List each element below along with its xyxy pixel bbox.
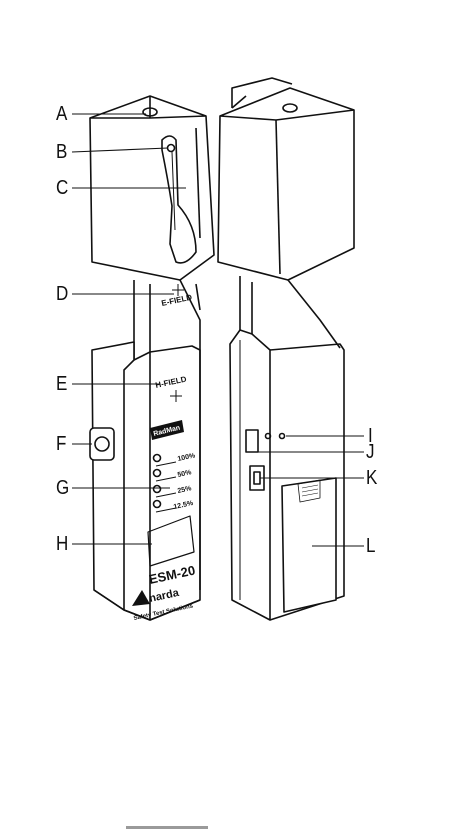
freq-label-box [148, 516, 194, 566]
callout-b: B [56, 142, 67, 162]
e-field-text: E-FIELD [161, 293, 194, 308]
h-field-text: H-FIELD [155, 375, 188, 390]
callout-a: A [56, 104, 67, 124]
level-50: 50% [177, 469, 193, 479]
level-100: 100% [177, 452, 197, 463]
battery-door [282, 478, 336, 612]
level-12: 12.5% [173, 500, 195, 511]
model-text: ESM-20 [148, 562, 197, 586]
callout-d: D [56, 284, 68, 304]
callout-j: J [366, 442, 375, 462]
level-25: 25% [177, 485, 193, 495]
f-button [90, 428, 114, 460]
callout-e: E [56, 374, 67, 394]
page-link-bar[interactable] [126, 818, 208, 829]
callout-l: L [366, 536, 375, 556]
j-switch [246, 430, 258, 452]
brand-text: narda [148, 587, 181, 605]
callout-g: G [56, 478, 69, 498]
callout-h: H [56, 534, 68, 554]
callout-f: F [56, 434, 66, 454]
callout-k: K [366, 468, 377, 488]
left-body [92, 342, 134, 610]
callout-c: C [56, 178, 68, 198]
tagline-text: Safety Test Solutions [133, 603, 194, 622]
